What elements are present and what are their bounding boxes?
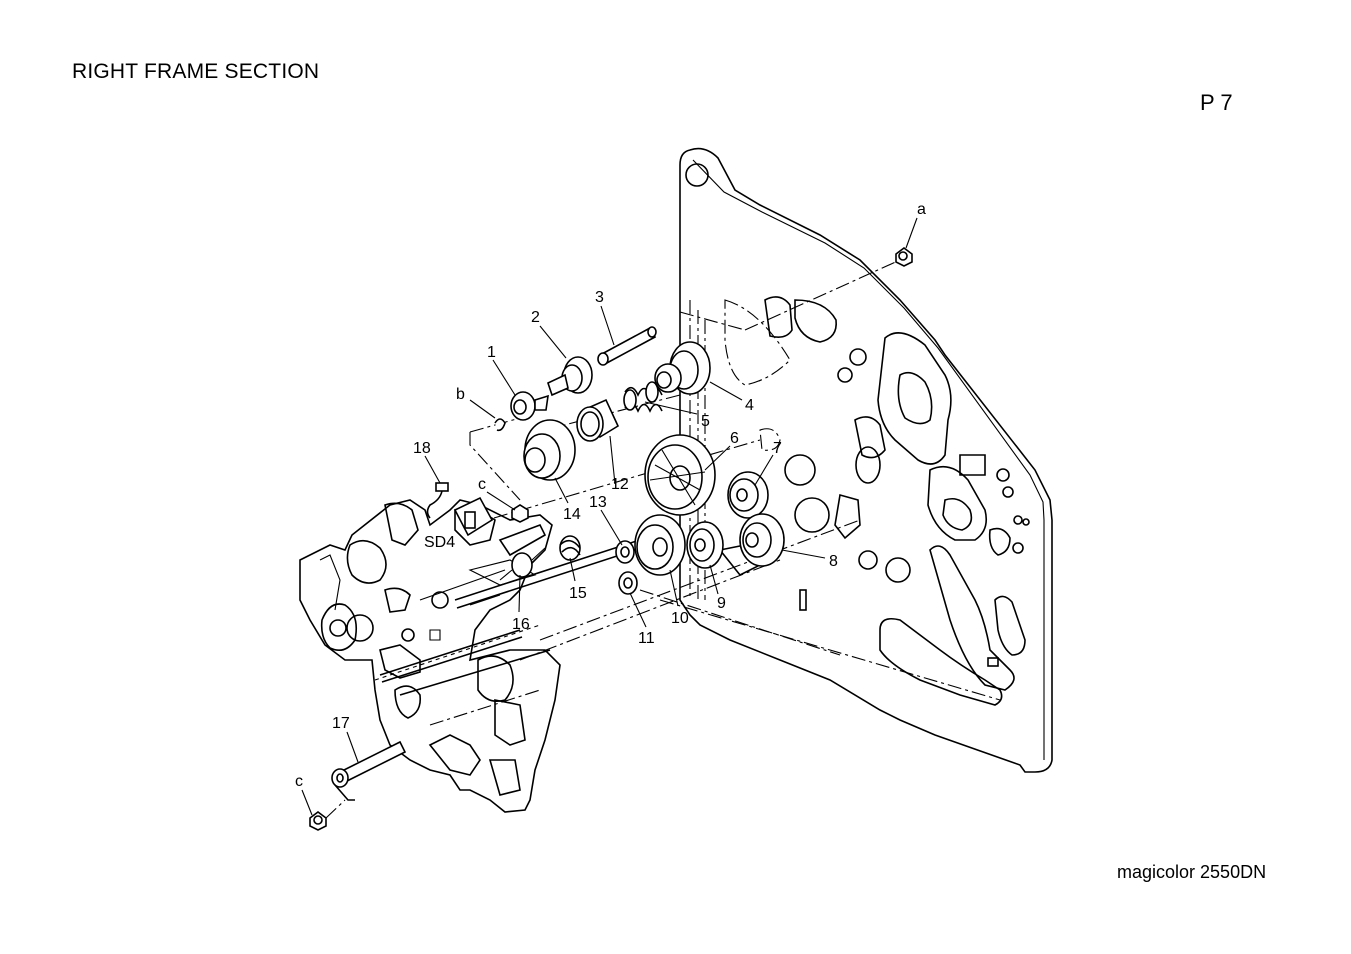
part-13-bushing: [615, 540, 635, 564]
callout-6: 6: [730, 430, 739, 447]
callout-b: b: [456, 386, 465, 403]
part-c-screw-lower: [309, 799, 346, 831]
part-15-spring: [559, 535, 581, 561]
callout-9: 9: [717, 595, 726, 612]
part-2-gear: [547, 356, 593, 397]
part-16-spring: [499, 547, 546, 581]
callout-17: 17: [332, 715, 350, 732]
callout-3: 3: [595, 289, 604, 306]
part-9-gear: [686, 521, 724, 569]
right-frame-plate: [679, 147, 1053, 773]
callout-14: 14: [563, 506, 581, 523]
callout-12: 12: [611, 476, 629, 493]
callout-a: a: [917, 201, 926, 218]
part-c-screw-upper: [511, 504, 529, 523]
part-a-screw: [895, 247, 913, 267]
sensor-sd4: [453, 496, 494, 537]
callout-5: 5: [701, 413, 710, 430]
callout-10: 10: [671, 610, 689, 627]
part-7-gear: [727, 471, 769, 519]
sensor-label-sd4: SD4: [424, 534, 455, 551]
callout-4: 4: [745, 397, 754, 414]
callout-labels: a 3 2 1 b 4 5 6 7 18 c 12 13 14 SD4 8 15…: [295, 201, 926, 790]
page-number: P 7: [1200, 90, 1233, 115]
model-name: magicolor 2550DN: [1117, 862, 1267, 882]
part-1-gear: [510, 391, 549, 421]
callout-8: 8: [829, 553, 838, 570]
callout-c-upper: c: [478, 476, 486, 493]
leader-lines: [301, 217, 918, 816]
callout-c-lower: c: [295, 773, 303, 790]
part-3-shaft: [597, 326, 657, 366]
callout-1: 1: [487, 344, 496, 361]
part-12-sleeve: [576, 398, 620, 442]
callout-16: 16: [512, 616, 530, 633]
part-17-shaft: [331, 740, 407, 801]
part-b-e-ring: [494, 418, 506, 432]
part-18-harness: [426, 482, 449, 519]
callout-7: 7: [773, 440, 782, 457]
callout-15: 15: [569, 585, 587, 602]
part-4-gear: [654, 341, 711, 395]
part-5-spring: [623, 381, 663, 413]
callout-18: 18: [413, 440, 431, 457]
part-8-gear: [739, 513, 785, 567]
part-6-large-gear: [644, 434, 716, 516]
part-11-bushing: [618, 571, 638, 595]
part-14-bushing: [523, 419, 576, 481]
page-title: RIGHT FRAME SECTION: [72, 60, 320, 83]
callout-2: 2: [531, 309, 540, 326]
callout-13: 13: [589, 494, 607, 511]
part-10-gear: [634, 514, 686, 576]
callout-11: 11: [638, 630, 655, 647]
